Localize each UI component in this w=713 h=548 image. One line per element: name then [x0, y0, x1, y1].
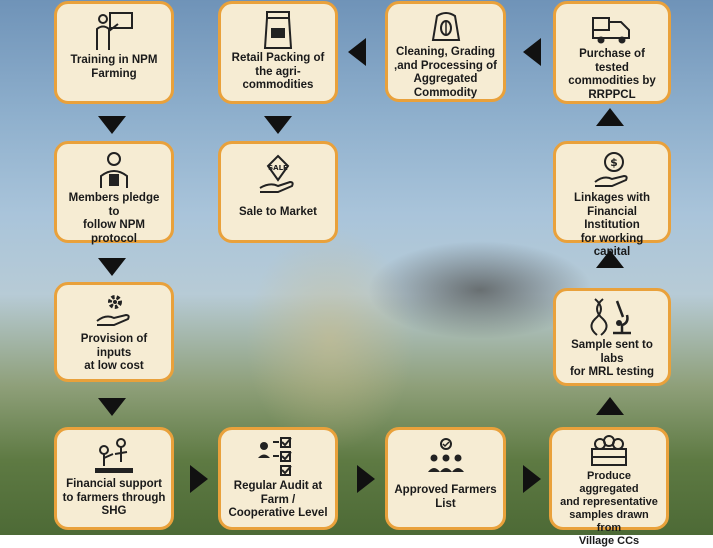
step-label: Approved Farmers List: [394, 484, 497, 510]
step-label: Sample sent to labs for MRL testing: [569, 339, 655, 378]
gear-hand-icon: [96, 295, 130, 326]
arrow-right: [523, 465, 541, 493]
step-approved-farmers-list: Approved Farmers List: [385, 427, 506, 530]
step-retail-packing: Retail Packing of the agri- commodities: [218, 1, 338, 104]
pledge-person-icon: [100, 152, 128, 188]
arrow-down: [264, 116, 292, 134]
arrow-right: [190, 465, 208, 493]
package-bag-icon: [263, 11, 293, 49]
arrow-right: [357, 465, 375, 493]
arrow-left: [523, 38, 541, 66]
step-purchase-rrppcl: Purchase of tested commodities by RRPPCL: [553, 1, 671, 104]
checklist-audit-icon: [258, 437, 292, 476]
trainer-board-icon: [96, 12, 133, 50]
arrow-down: [98, 116, 126, 134]
step-label: Provision of inputs at low cost: [80, 333, 148, 372]
step-regular-audit: Regular Audit at Farm / Cooperative Leve…: [218, 427, 338, 530]
delivery-truck-icon: [592, 17, 630, 44]
arrow-up: [596, 108, 624, 126]
step-label: Regular Audit at Farm / Cooperative Leve…: [228, 480, 328, 519]
step-produce-aggregated: Produce aggregated and representative sa…: [549, 427, 669, 547]
step-label: Financial support to farmers through SHG: [62, 478, 166, 517]
step-linkages-financial: $ Linkages with Financial Institution fo…: [553, 141, 671, 258]
arrow-left: [348, 38, 366, 66]
arrow-down: [98, 258, 126, 276]
step-label: Training in NPM Farming: [70, 54, 158, 80]
step-label: Retail Packing of the agri- commodities: [231, 52, 325, 91]
sale-tag-hand-icon: SALE: [259, 154, 294, 193]
step-label: Cleaning, Grading ,and Processing of Agg…: [394, 46, 497, 99]
step-label: Members pledge to follow NPM protocol: [68, 192, 160, 245]
arrow-up: [596, 250, 624, 268]
step-provision-inputs: Provision of inputs at low cost: [54, 282, 174, 382]
arrow-up: [596, 397, 624, 415]
group-support-icon: [95, 438, 133, 473]
step-training-npm-farming: Training in NPM Farming: [54, 1, 174, 104]
dna-microscope-icon: [590, 298, 631, 336]
arrow-down: [98, 398, 126, 416]
step-label: Produce aggregated and representative sa…: [560, 470, 658, 547]
step-cleaning-grading: Cleaning, Grading ,and Processing of Agg…: [385, 1, 506, 102]
grain-sack-icon: [431, 12, 460, 41]
svg-text:SALE: SALE: [268, 164, 288, 172]
step-financial-support-shg: Financial support to farmers through SHG: [54, 427, 174, 530]
step-sample-labs: Sample sent to labs for MRL testing: [553, 288, 671, 386]
step-sale-to-market: SALE Sale to Market: [218, 141, 338, 243]
step-label: Sale to Market: [239, 206, 317, 218]
approved-group-icon: [427, 438, 464, 472]
step-members-pledge: Members pledge to follow NPM protocol: [54, 141, 174, 245]
money-hand-icon: $: [594, 152, 628, 187]
svg-text:$: $: [610, 156, 618, 169]
step-label: Purchase of tested commodities by RRPPCL: [568, 48, 656, 101]
produce-crate-icon: [591, 435, 627, 466]
